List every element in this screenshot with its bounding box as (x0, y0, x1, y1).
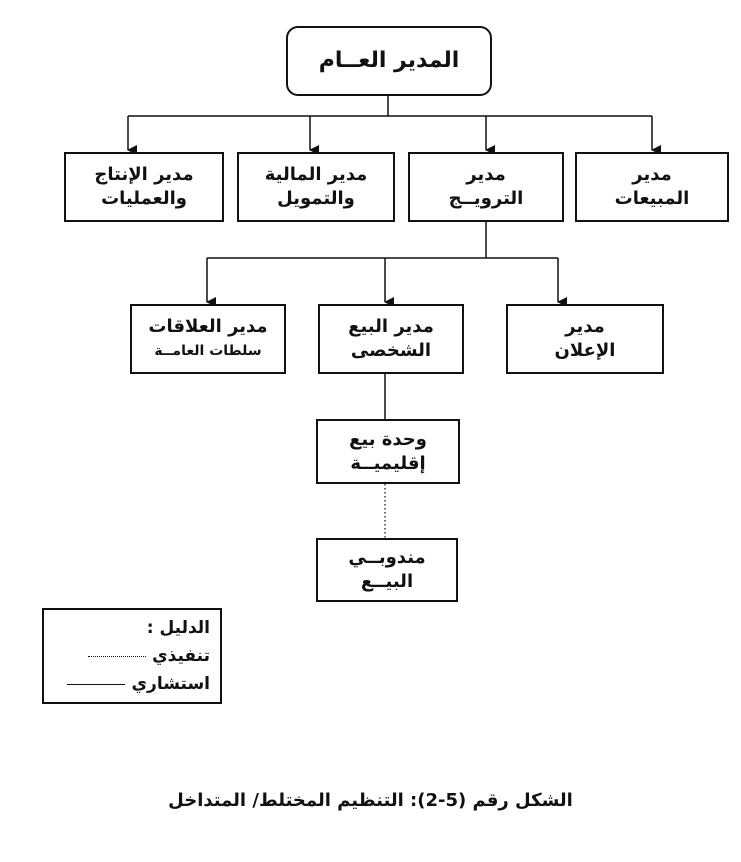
node-finance-manager-line1: مدير المالية (264, 164, 368, 185)
node-production-manager: مدير الإنتاج والعمليات (64, 152, 224, 222)
node-sales-representatives: مندوبــي البيــع (316, 538, 458, 602)
node-sales-manager-line1: مدير (632, 164, 672, 185)
node-public-relations-manager-line2: سلطات العامــة (154, 343, 262, 359)
legend-solid-line-sample (67, 683, 126, 685)
node-advertising-manager: مدير الإعلان (506, 304, 664, 374)
node-regional-sales-unit-line2: إقليميــة (350, 452, 426, 474)
legend-box: الدليل : تنفيذي استشاري (42, 608, 222, 704)
legend-executive-label: تنفيذي (152, 646, 210, 666)
node-production-manager-line1: مدير الإنتاج (94, 164, 194, 185)
node-advertising-manager-line2: الإعلان (554, 340, 616, 361)
figure-caption: الشكل رقم (5-2): التنظيم المختلط/ المتدا… (168, 790, 573, 811)
legend-title: الدليل : (146, 618, 210, 638)
legend-row-executive: تنفيذي (88, 646, 210, 666)
node-personal-selling-manager-line2: الشخصى (350, 340, 432, 361)
node-general-manager-line1: المدير العــام (318, 48, 460, 73)
node-regional-sales-unit-line1: وحدة بيع (349, 428, 427, 450)
node-production-manager-line2: والعمليات (101, 188, 187, 209)
node-promotion-manager-line2: الترويــج (448, 188, 524, 209)
node-personal-selling-manager-line1: مدير البيع (348, 316, 434, 337)
node-regional-sales-unit: وحدة بيع إقليميــة (316, 419, 460, 484)
node-sales-representatives-line1: مندوبــي (348, 547, 426, 568)
node-personal-selling-manager: مدير البيع الشخصى (318, 304, 464, 374)
node-sales-representatives-line2: البيــع (360, 571, 414, 592)
node-finance-manager: مدير المالية والتمويل (237, 152, 395, 222)
node-public-relations-manager: مدير العلاقات سلطات العامــة (130, 304, 286, 374)
node-sales-manager: مدير المبيعات (575, 152, 729, 222)
node-advertising-manager-line1: مدير (565, 316, 605, 337)
node-public-relations-manager-line1: مدير العلاقات (148, 316, 268, 337)
node-finance-manager-line2: والتمويل (277, 188, 355, 209)
node-general-manager: المدير العــام (286, 26, 492, 96)
node-promotion-manager: مدير الترويــج (408, 152, 564, 222)
node-sales-manager-line2: المبيعات (614, 188, 690, 209)
legend-advisory-label: استشاري (131, 674, 210, 694)
legend-dotted-line-sample (88, 655, 147, 657)
legend-row-advisory: استشاري (67, 674, 210, 694)
node-promotion-manager-line1: مدير (466, 164, 506, 185)
